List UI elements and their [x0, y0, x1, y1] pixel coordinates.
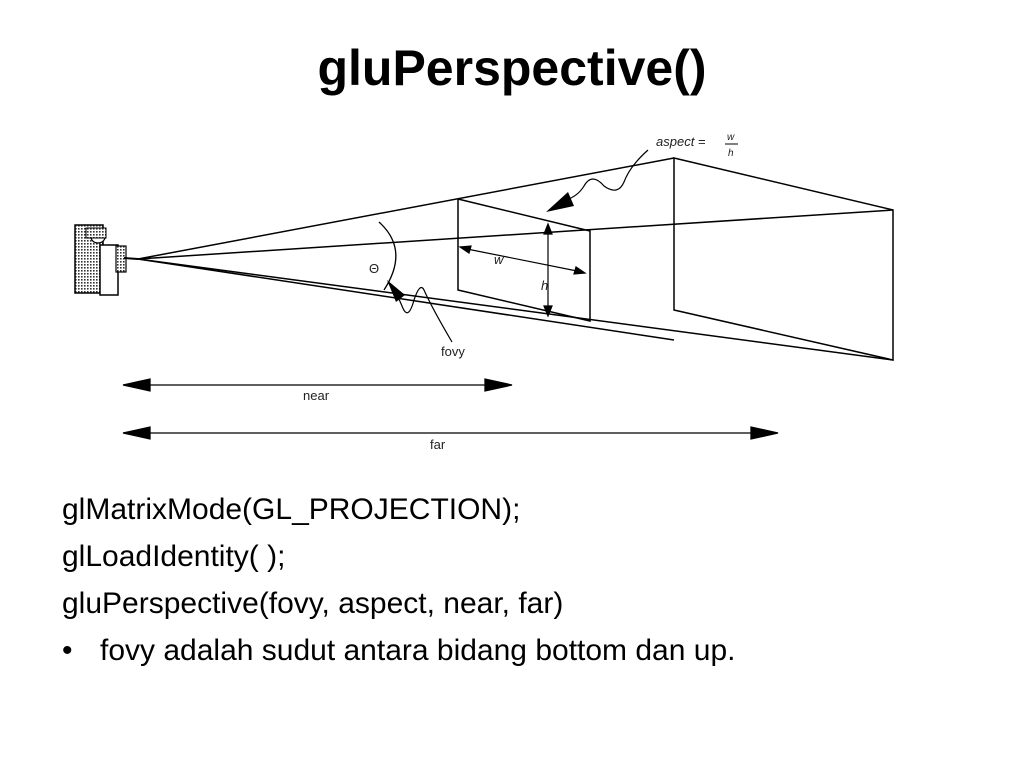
code-line-load-identity: glLoadIdentity( );	[62, 540, 286, 573]
far-label: far	[430, 437, 446, 452]
aspect-formula: aspect = w h	[656, 132, 738, 159]
near-dimension-arrow	[122, 378, 513, 392]
near-plane	[457, 198, 591, 322]
fovy-arrowhead	[387, 280, 405, 302]
code-line-matrix-mode: glMatrixMode(GL_PROJECTION);	[62, 493, 521, 526]
theta-label: Θ	[369, 261, 379, 276]
bullet-symbol: •	[62, 634, 73, 667]
body-text: glMatrixMode(GL_PROJECTION); glLoadIdent…	[62, 486, 982, 674]
aspect-arrowhead	[546, 192, 574, 212]
width-arrow	[458, 245, 587, 275]
perspective-diagram: w h Θ fovy aspect = w h ne	[74, 132, 894, 452]
aspect-numerator: w	[727, 132, 735, 143]
far-plane	[673, 157, 894, 361]
frustum-rays	[137, 157, 894, 361]
h-label: h	[541, 278, 548, 293]
code-line-glu-perspective: gluPerspective(fovy, aspect, near, far)	[62, 587, 564, 620]
fovy-label: fovy	[441, 344, 465, 359]
aspect-pointer	[565, 149, 649, 201]
camera-icon	[74, 224, 139, 296]
near-label: near	[303, 388, 330, 403]
aspect-denominator: h	[728, 148, 734, 159]
fovy-pointer	[391, 287, 453, 343]
bullet-item: • fovy adalah sudut antara bidang bottom…	[62, 627, 982, 674]
height-arrow	[543, 222, 553, 318]
w-label: w	[494, 252, 505, 267]
far-dimension-arrow	[122, 426, 779, 440]
aspect-label: aspect =	[656, 134, 706, 149]
slide-title: gluPerspective()	[317, 40, 707, 96]
fovy-angle-arc	[378, 221, 397, 291]
bullet-text: fovy adalah sudut antara bidang bottom d…	[100, 634, 736, 667]
